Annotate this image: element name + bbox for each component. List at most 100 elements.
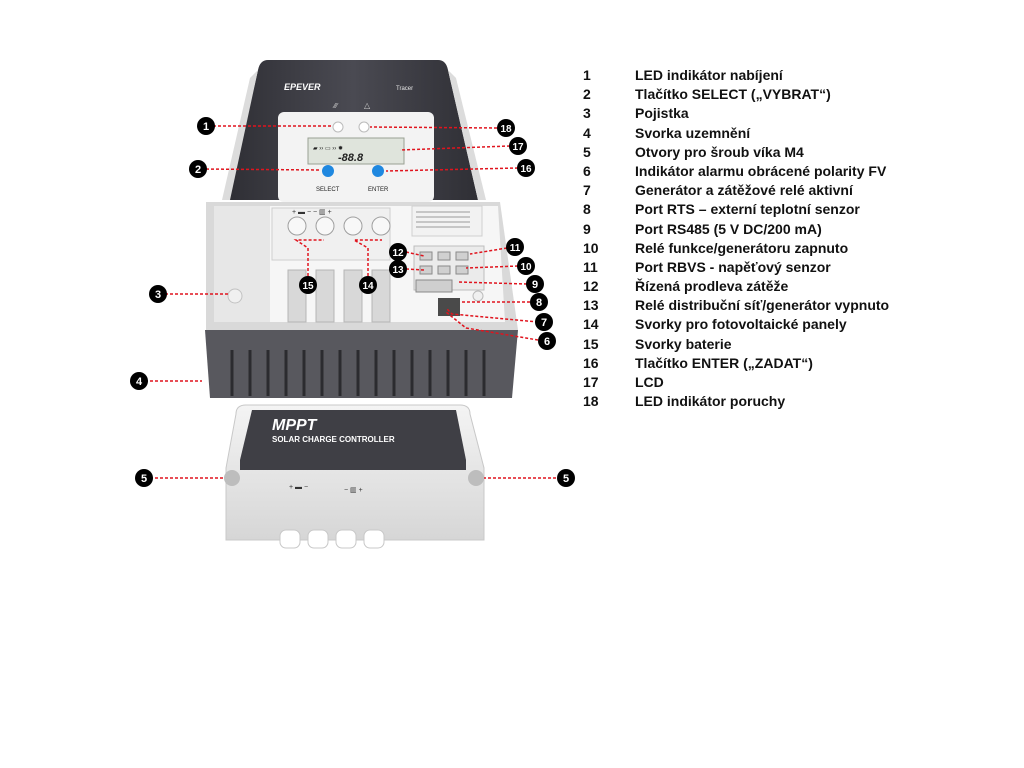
lcd-display: ▰ ›› ▭ ›› ✹ -88.8	[307, 137, 405, 165]
svg-text:6: 6	[544, 336, 550, 348]
cover-subtitle: SOLAR CHARGE CONTROLLER	[272, 435, 395, 444]
legend-label: Otvory pro šroub víka M4	[635, 143, 804, 160]
callout-13: 13	[389, 260, 407, 278]
callout-8: 8	[530, 293, 548, 311]
legend-label: LED indikátor nabíjení	[635, 67, 783, 83]
callout-5-right: 5	[557, 469, 575, 487]
select-button[interactable]	[322, 165, 334, 177]
svg-text:+ ▬ −: + ▬ −	[289, 484, 308, 491]
legend-number: 2	[583, 86, 591, 103]
svg-text:16: 16	[520, 164, 532, 175]
legend-item: 5 Otvory pro šroub víka M4	[583, 143, 1003, 162]
legend-number: 1	[583, 67, 591, 83]
legend-item: 4 Svorka uzemnění	[583, 124, 1003, 143]
callout-1: 1	[197, 117, 215, 135]
legend-number: 4	[583, 124, 591, 141]
svg-text:9: 9	[532, 279, 538, 291]
legend-label: Pojistka	[635, 105, 689, 122]
legend-number: 6	[583, 162, 591, 179]
legend-number: 8	[583, 201, 591, 218]
heatsink	[205, 330, 518, 398]
legend-number: 14	[583, 316, 599, 333]
battery-symbol-icon: ⁄⁄⁄	[332, 103, 339, 110]
legend-label: Svorky baterie	[635, 335, 732, 352]
model-label: Tracer	[396, 86, 413, 92]
legend-label: Indikátor alarmu obrácené polarity FV	[635, 162, 887, 179]
legend-number: 7	[583, 182, 591, 199]
legend-item: 1 LED indikátor nabíjení	[583, 66, 1003, 85]
svg-text:14: 14	[362, 281, 374, 292]
callout-11: 11	[506, 238, 524, 256]
legend-label: LCD	[635, 374, 664, 390]
callout-14: 14	[359, 276, 377, 294]
svg-text:3: 3	[155, 289, 161, 301]
terminal-info-label	[411, 205, 483, 237]
callout-15: 15	[299, 276, 317, 294]
legend-item: 10 Relé funkce/generátoru zapnuto	[583, 239, 1003, 258]
leader-lines	[145, 125, 566, 479]
legend-label: Svorky pro fotovoltaické panely	[635, 316, 847, 333]
lcd-digits: -88.8	[338, 152, 364, 164]
legend-item: 2 Tlačítko SELECT („VYBRAT“)	[583, 85, 1003, 104]
svg-text:18: 18	[500, 124, 512, 135]
callouts: 1 2 3 4 5 5 6 7 8 9 10 11 12 13 14 15 16…	[130, 117, 575, 487]
svg-text:13: 13	[392, 265, 404, 276]
rts-port	[438, 298, 460, 316]
warning-icon: △	[364, 101, 371, 110]
cover-title: MPPT	[272, 417, 318, 434]
svg-text:4: 4	[136, 376, 143, 388]
callout-16: 16	[517, 159, 535, 177]
legend-number: 18	[583, 393, 599, 410]
callout-17: 17	[509, 137, 527, 155]
legend-list: 1 LED indikátor nabíjení 2 Tlačítko SELECT…	[583, 66, 1003, 411]
svg-text:10: 10	[520, 262, 532, 273]
svg-text:5: 5	[141, 473, 147, 485]
legend-label: Svorka uzemnění	[635, 124, 751, 141]
fault-led	[358, 121, 370, 133]
controller-body	[222, 60, 486, 202]
callout-3: 3	[149, 285, 167, 303]
callout-12: 12	[389, 243, 407, 261]
callout-2: 2	[189, 160, 207, 178]
svg-text:17: 17	[512, 142, 524, 153]
rs485-port	[415, 279, 453, 293]
enter-label: ENTER	[368, 187, 389, 193]
pv-terminal-neg	[343, 216, 363, 236]
pv-terminal-pos	[371, 216, 391, 236]
callout-4: 4	[130, 372, 148, 390]
battery-terminal-pos	[287, 216, 307, 236]
callout-6: 6	[538, 332, 556, 350]
callout-10: 10	[517, 257, 535, 275]
legend-label: Řízená prodleva zátěže	[635, 278, 789, 295]
legend-number: 10	[583, 239, 599, 256]
legend-number: 5	[583, 143, 591, 160]
pv-panel-icon: ▰ ›› ▭ ›› ✹	[313, 145, 343, 152]
svg-text:− ▥ +: − ▥ +	[344, 487, 363, 494]
legend-number: 17	[583, 374, 599, 390]
legend-number: 9	[583, 220, 591, 237]
legend-number: 16	[583, 354, 599, 371]
enter-button[interactable]	[372, 165, 384, 177]
legend-item: 6 Indikátor alarmu obrácené polarity FV	[583, 162, 1003, 181]
legend-label: Relé funkce/generátoru zapnuto	[635, 239, 849, 256]
select-label: SELECT	[316, 187, 340, 193]
callout-18: 18	[497, 119, 515, 137]
legend-label: Port RBVS - napěťový senzor	[635, 258, 831, 275]
legend-number: 12	[583, 278, 599, 295]
legend-label: Tlačítko SELECT („VYBRAT“)	[635, 86, 831, 103]
fuse-hole	[227, 288, 243, 304]
legend-number: 13	[583, 297, 599, 314]
legend-item: 14 Svorky pro fotovoltaické panely	[583, 315, 1003, 334]
svg-text:11: 11	[510, 243, 521, 254]
brand-logo: EPEVER	[284, 82, 321, 92]
callout-5-left: 5	[135, 469, 153, 487]
terminal-compartment: + ▬ − − ▥ +	[206, 202, 518, 330]
